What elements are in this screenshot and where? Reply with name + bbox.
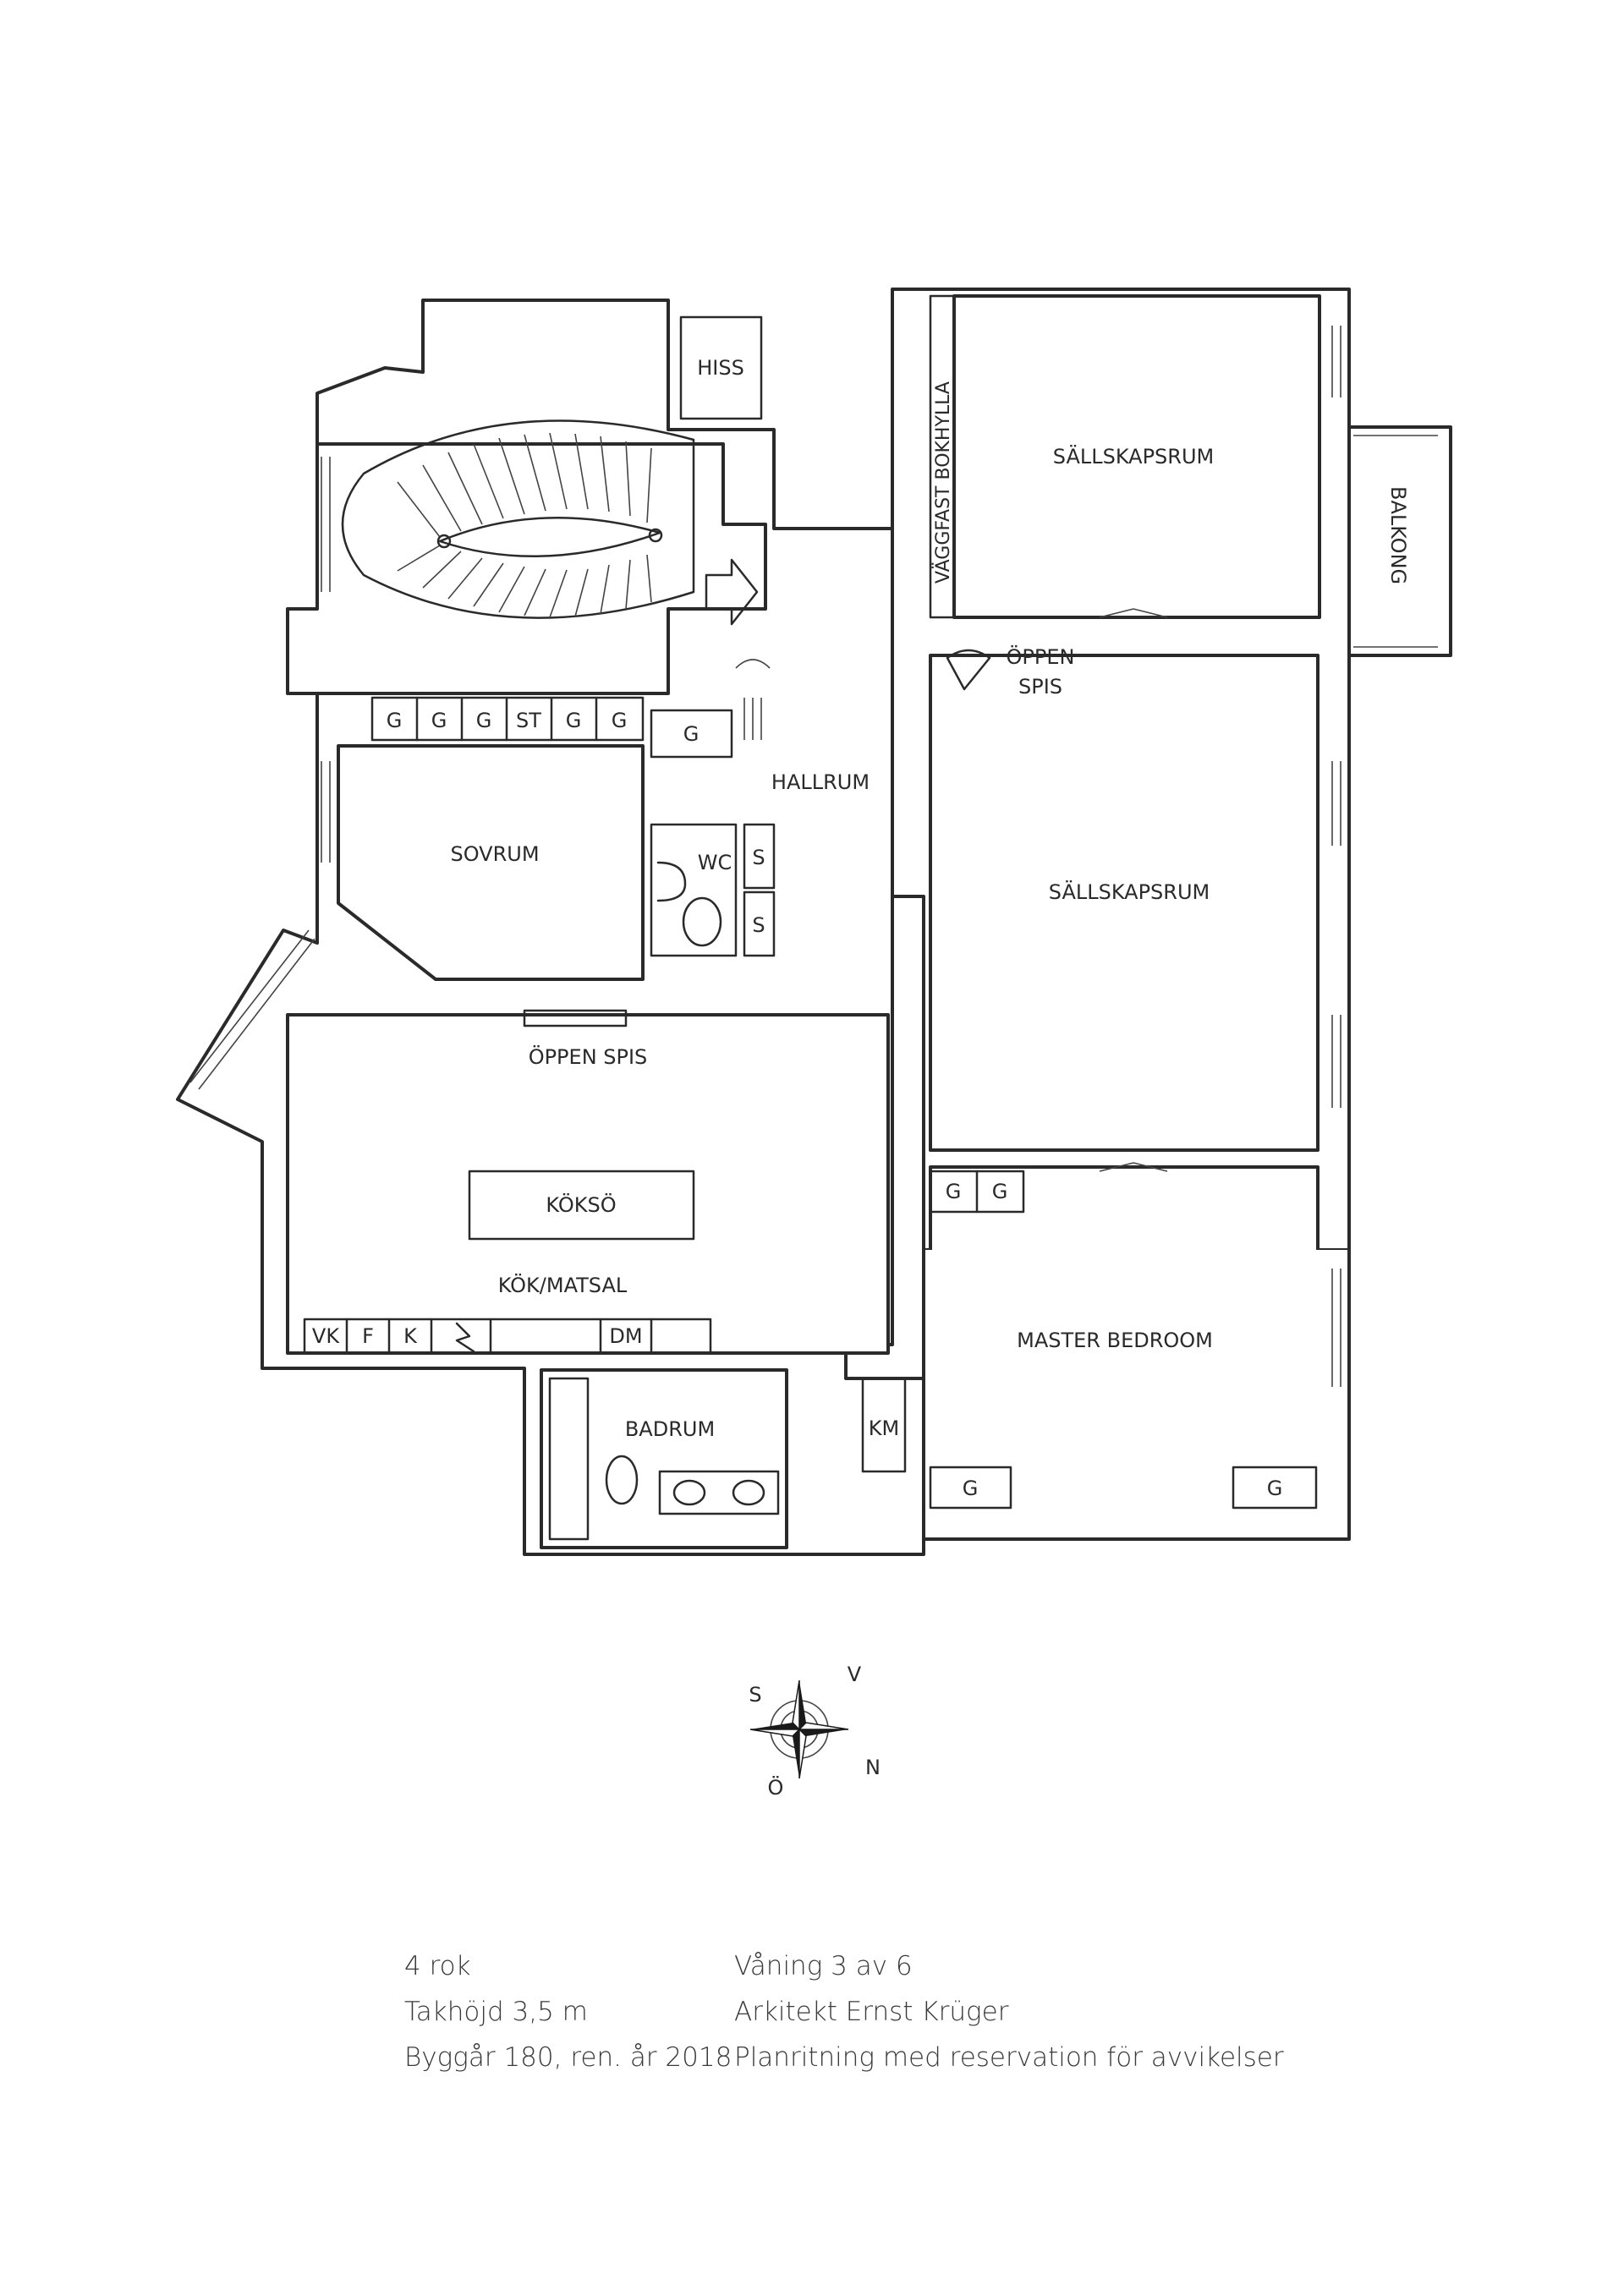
label-wc: WC bbox=[698, 851, 732, 874]
label-oppen-spis-right-2: SPIS bbox=[1018, 675, 1062, 699]
washer-label: KM bbox=[869, 1417, 899, 1440]
floor-plan: HISS VÄGGFAST BOKHYLLA SÄLLSKAPSRUM BALK… bbox=[176, 288, 1452, 1800]
closet-label: G bbox=[387, 709, 403, 732]
label-hallrum: HALLRUM bbox=[771, 770, 870, 794]
info-right-2: Arkitekt Ernst Krüger bbox=[734, 1997, 1009, 2027]
compass-o: Ö bbox=[768, 1775, 784, 1800]
kitchen-counter bbox=[303, 1318, 712, 1355]
kitchen-unit-label: F bbox=[362, 1324, 374, 1348]
label-oppen-spis-right-1: ÖPPEN bbox=[1007, 644, 1075, 669]
wc-shelf-label: S bbox=[752, 846, 765, 869]
dishwasher-label: DM bbox=[609, 1324, 642, 1348]
compass-v: V bbox=[848, 1663, 862, 1686]
bathroom-fixtures bbox=[548, 1377, 907, 1541]
info-left-2: Takhöjd 3,5 m bbox=[404, 1997, 588, 2027]
compass-n: N bbox=[865, 1756, 881, 1779]
info-left-3: Byggår 180, ren. år 2018 bbox=[404, 2042, 732, 2073]
label-badrum: BADRUM bbox=[625, 1417, 715, 1441]
kitchen-island bbox=[468, 1170, 695, 1241]
closet-label: G bbox=[612, 709, 628, 732]
master-closet-label: G bbox=[1267, 1477, 1283, 1500]
closet-label: G bbox=[431, 709, 447, 732]
arrow-icon bbox=[705, 558, 759, 626]
label-kokso: KÖKSÖ bbox=[546, 1192, 616, 1217]
label-oppen-spis-left: ÖPPEN SPIS bbox=[529, 1044, 648, 1069]
balkong-outline bbox=[1347, 425, 1452, 657]
wc-shelf-label: S bbox=[752, 913, 765, 937]
kitchen-unit-label: VK bbox=[312, 1324, 340, 1348]
info-right-3: Planritning med reservation för avvikels… bbox=[734, 2042, 1284, 2073]
bokhylla-shelf bbox=[929, 294, 956, 619]
label-bokhylla: VÄGGFAST BOKHYLLA bbox=[932, 381, 954, 584]
master-closet-label: G bbox=[992, 1180, 1008, 1203]
staircase bbox=[341, 419, 695, 619]
label-hiss: HISS bbox=[697, 356, 744, 380]
hall-radiator bbox=[743, 698, 762, 740]
label-sallskapsrum-top: SÄLLSKAPSRUM bbox=[1053, 444, 1214, 469]
label-master-bedroom: MASTER BEDROOM bbox=[1017, 1329, 1213, 1352]
label-sallskapsrum-mid: SÄLLSKAPSRUM bbox=[1049, 879, 1210, 904]
hiss-box bbox=[679, 315, 763, 420]
info-left-1: 4 rok bbox=[404, 1951, 471, 1981]
compass-s: S bbox=[749, 1683, 761, 1707]
fireplace-left-icon bbox=[523, 1009, 628, 1027]
master-closets bbox=[929, 1170, 1318, 1510]
walls bbox=[176, 288, 1351, 1556]
wc-room bbox=[650, 823, 776, 957]
master-closet-label: G bbox=[963, 1477, 979, 1500]
closet-row bbox=[370, 696, 645, 742]
kitchen-unit-label: K bbox=[403, 1324, 418, 1348]
compass-rose-icon bbox=[749, 1680, 849, 1779]
fireplace-right-icon bbox=[946, 649, 991, 691]
hall-closet bbox=[650, 709, 733, 759]
label-balkong: BALKONG bbox=[1386, 486, 1410, 584]
window-marks bbox=[189, 326, 1341, 1387]
hall-closet-label: G bbox=[683, 722, 700, 746]
label-kok-matsal: KÖK/MATSAL bbox=[498, 1273, 628, 1297]
label-sovrum: SOVRUM bbox=[450, 842, 539, 866]
info-right-1: Våning 3 av 6 bbox=[734, 1951, 913, 1981]
closet-label: G bbox=[566, 709, 582, 732]
property-info: 4 rok Takhöjd 3,5 m Byggår 180, ren. år … bbox=[0, 1932, 1624, 2118]
closet-label: ST bbox=[516, 709, 541, 732]
doors bbox=[735, 608, 1168, 1172]
master-closet-label: G bbox=[946, 1180, 962, 1203]
closet-label: G bbox=[476, 709, 492, 732]
